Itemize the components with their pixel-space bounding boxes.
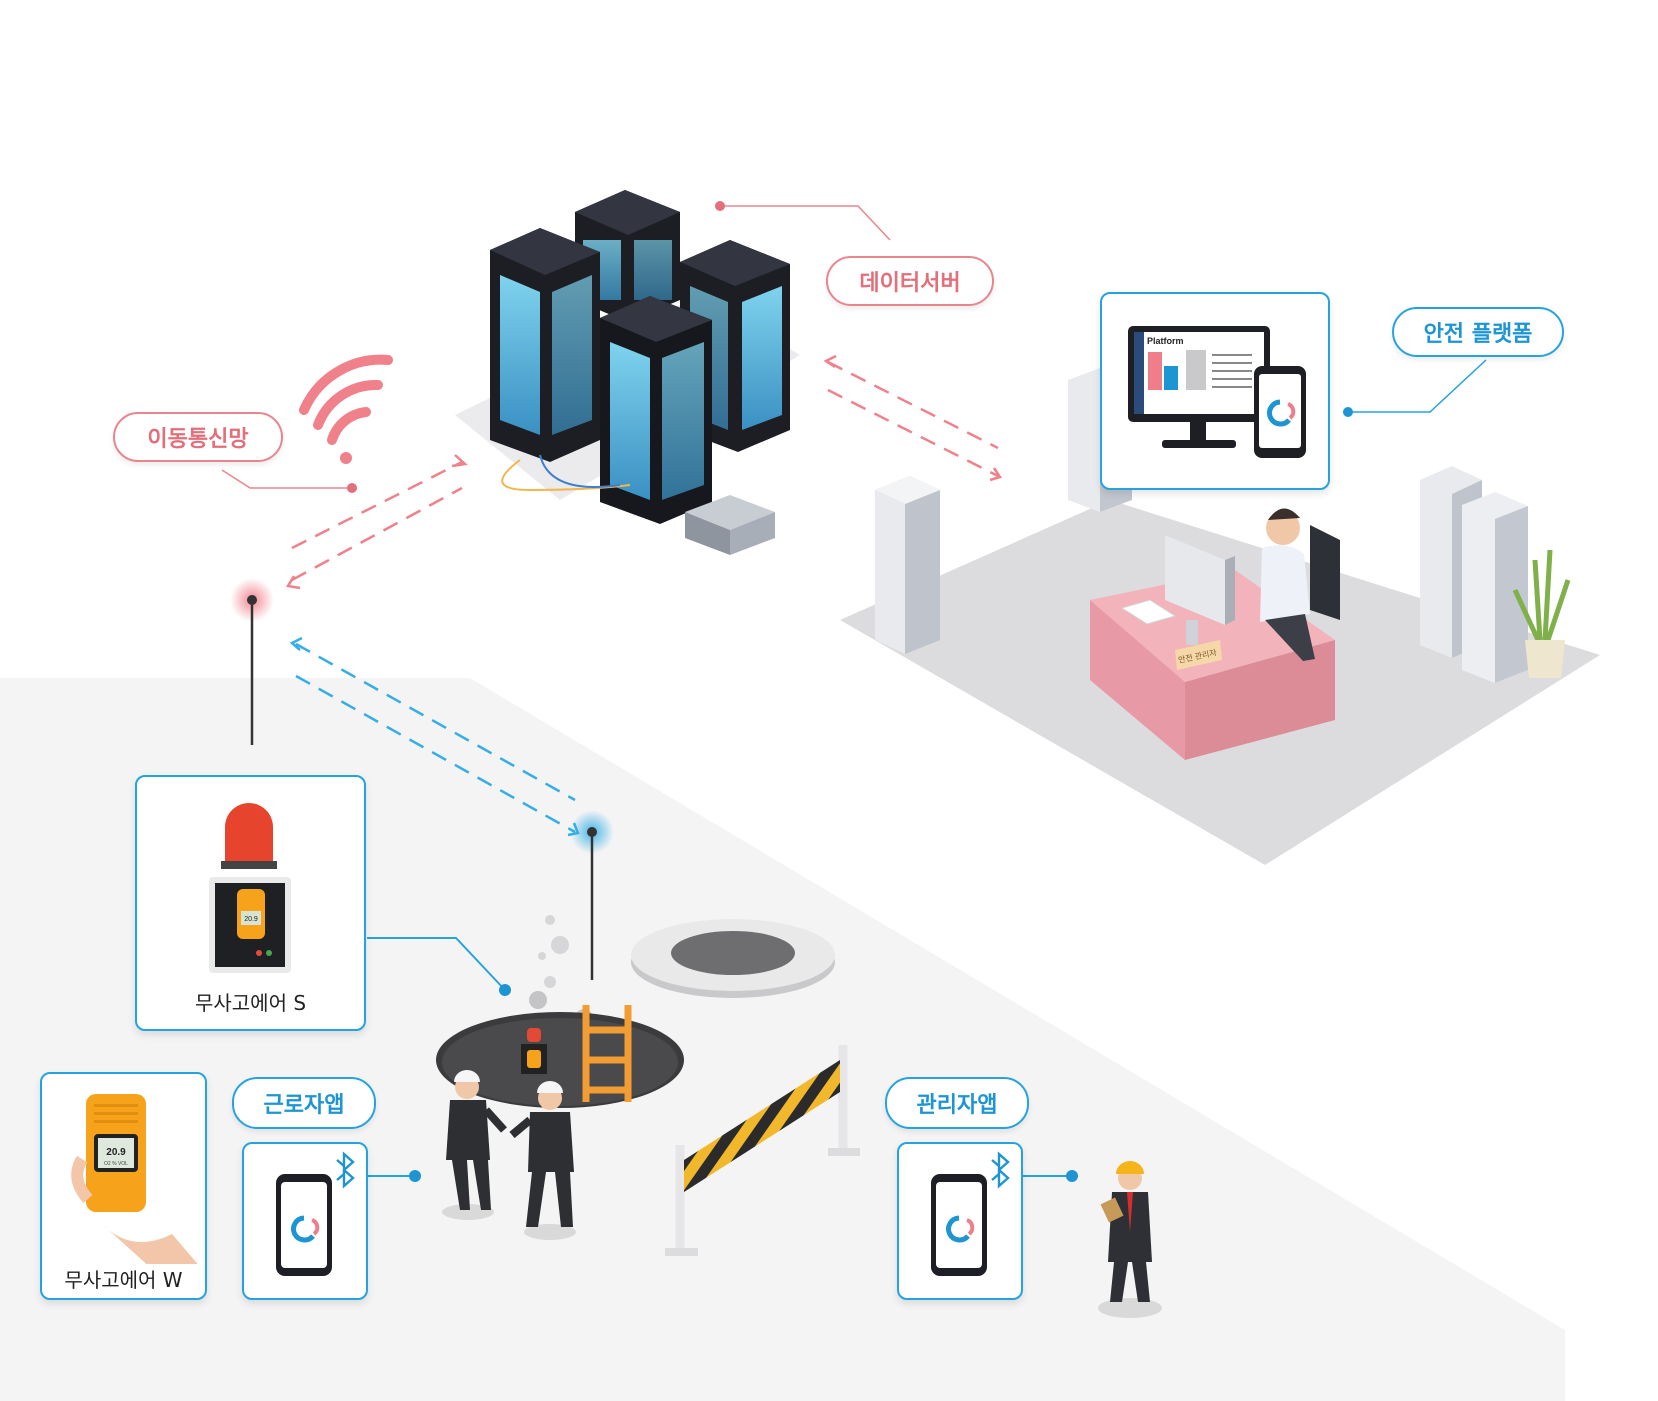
label-worker-app: 근로자앱 — [232, 1077, 376, 1129]
device-s-reading: 20.9 — [244, 916, 258, 923]
desk-monitor-icon — [1165, 535, 1235, 645]
blue-dashed-arrow — [295, 674, 576, 834]
label-mobile-network-text: 이동통신망 — [147, 427, 249, 452]
red-dashed-arrow — [827, 388, 999, 478]
antenna-blue-icon — [570, 810, 614, 980]
label-data-server: 데이터서버 — [826, 256, 994, 306]
desk-icon — [1090, 570, 1335, 760]
platform-screen-title: Platform — [1147, 336, 1184, 346]
label-safety-platform-text: 안전 플랫폼 — [1423, 322, 1533, 347]
ladder-icon — [582, 1005, 632, 1102]
device-w-icon: 20.9 O2 % VOL — [71, 1094, 198, 1264]
label-data-server-text: 데이터서버 — [859, 271, 961, 296]
site-manager-icon — [1098, 1161, 1162, 1318]
connector-lines — [221, 201, 1487, 1182]
worker-icon — [509, 1081, 576, 1240]
bluetooth-icon — [991, 1151, 1010, 1189]
manhole-cover-icon — [631, 919, 835, 998]
red-dashed-arrow — [827, 360, 999, 450]
manager-app-card — [897, 1142, 1023, 1300]
device-s-caption: 무사고에어 S — [194, 991, 307, 1015]
platform-devices-icon: Platform — [1128, 326, 1306, 458]
device-w-caption: 무사고에어 W — [64, 1268, 183, 1292]
device-w-unit: O2 % VOL — [104, 1161, 128, 1167]
device-w-card: 20.9 O2 % VOL 무사고에어 W — [40, 1072, 207, 1300]
worker-icon — [442, 1070, 507, 1220]
label-mobile-network: 이동통신망 — [113, 412, 283, 462]
plant-icon — [1512, 549, 1571, 678]
manhole-opening-icon — [436, 1012, 684, 1108]
red-dashed-arrow — [291, 486, 463, 582]
device-s-icon: 20.9 — [209, 803, 291, 973]
data-server-icon — [455, 190, 800, 555]
filing-cabinet-icon — [875, 476, 940, 654]
safety-barrier-icon — [665, 1045, 860, 1256]
bluetooth-icon — [336, 1151, 355, 1189]
device-s-card: 20.9 무사고에어 S — [135, 775, 366, 1031]
small-alarm-device-icon — [521, 1028, 547, 1074]
ground-floor — [0, 678, 1565, 1401]
nameplate: 안전 관리자 — [1175, 640, 1222, 670]
red-dashed-arrow — [291, 460, 463, 550]
office-manager-icon — [1260, 508, 1340, 661]
data-flow-arrows — [285, 354, 1002, 837]
blue-dashed-arrow — [295, 642, 576, 802]
device-w-reading: 20.9 — [106, 1147, 126, 1158]
manager-app-phone-icon — [931, 1151, 1010, 1276]
filing-cabinet-icon — [1420, 466, 1528, 683]
worker-app-card — [242, 1142, 368, 1300]
wifi-icon — [299, 354, 393, 464]
label-worker-app-text: 근로자앱 — [263, 1093, 345, 1118]
label-manager-app-text: 관리자앱 — [916, 1093, 998, 1118]
antenna-red-icon — [230, 578, 274, 745]
safety-platform-card: Platform — [1100, 292, 1330, 490]
worker-app-phone-icon — [276, 1151, 355, 1276]
paper-stack-icon — [1120, 599, 1177, 625]
label-safety-platform: 안전 플랫폼 — [1392, 307, 1564, 357]
label-manager-app: 관리자앱 — [885, 1077, 1029, 1129]
